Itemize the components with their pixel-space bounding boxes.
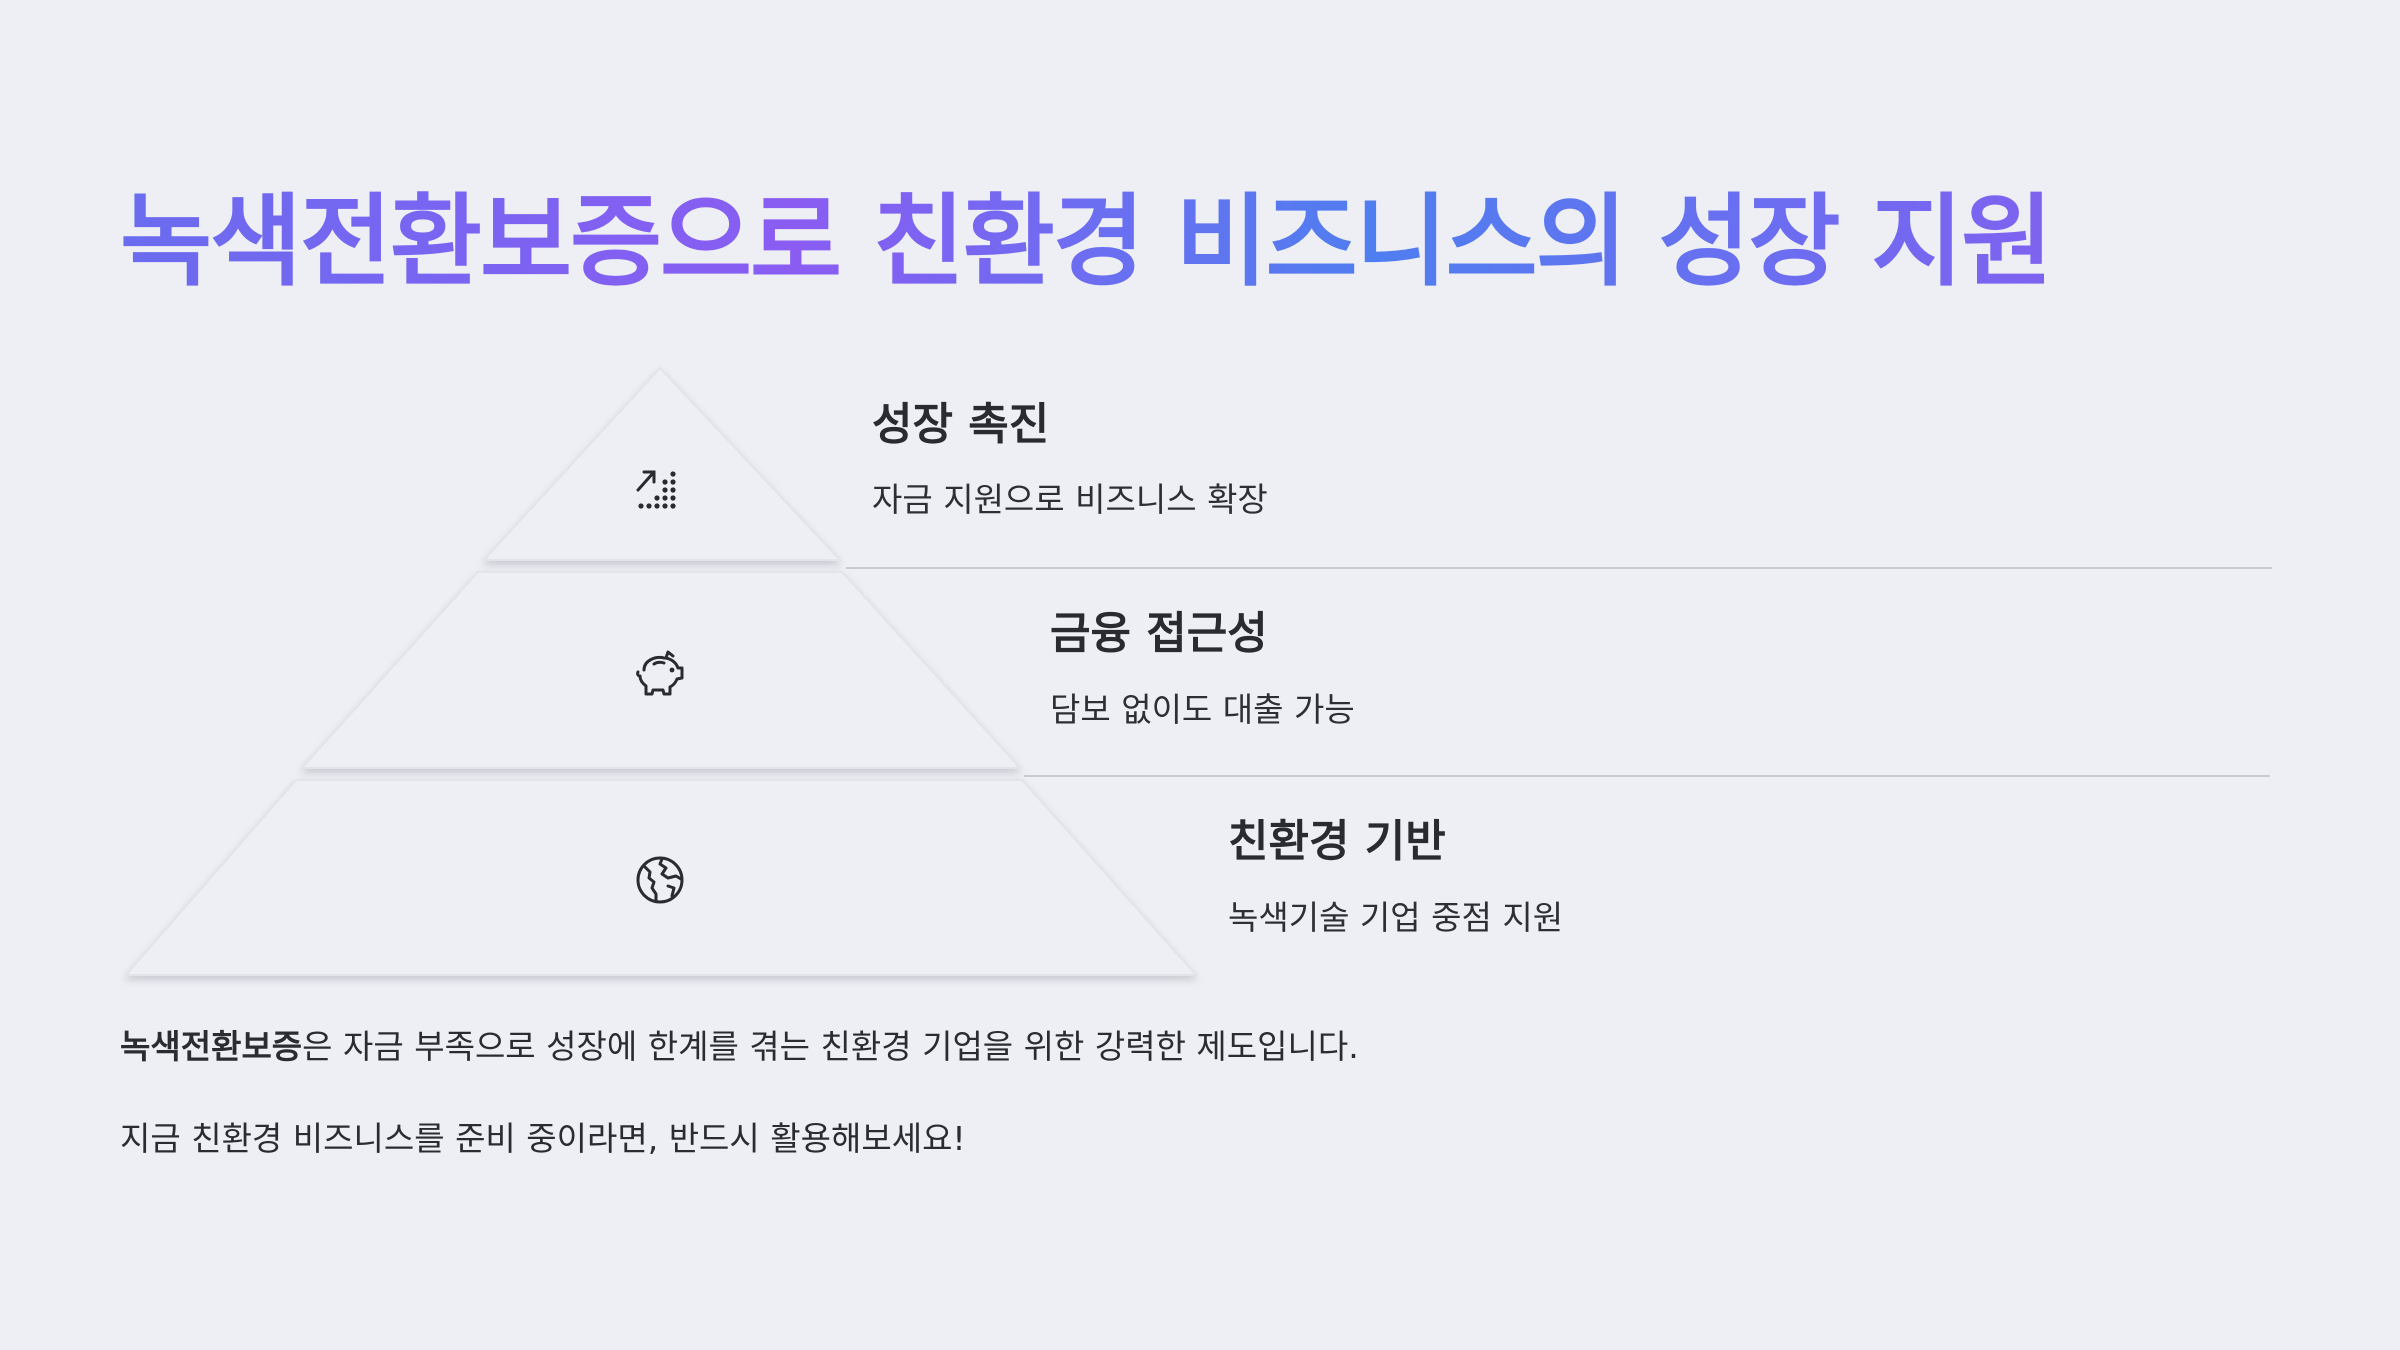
globe-icon — [636, 856, 684, 904]
tier-heading-finance: 금융 접근성 — [1050, 608, 1268, 659]
intro-paragraph-bold: 녹색전환보증 — [120, 1027, 303, 1066]
intro-paragraph: 녹색전환보증은 자금 부족으로 성장에 한계를 겪는 친환경 기업을 위한 강력… — [120, 1025, 1359, 1069]
tier-desc-eco: 녹색기술 기업 중점 지원 — [1228, 898, 1564, 937]
piggy-bank-icon — [636, 650, 684, 696]
page-title: 녹색전환보증으로 친환경 비즈니스의 성장 지원 — [120, 172, 2053, 312]
tier-desc-finance: 담보 없이도 대출 가능 — [1050, 690, 1355, 729]
growth-chart-icon — [636, 470, 676, 509]
divider-1 — [846, 567, 2272, 569]
tier-heading-eco: 친환경 기반 — [1228, 816, 1446, 867]
tier-desc-growth: 자금 지원으로 비즈니스 확장 — [872, 480, 1268, 519]
pyramid-tier-top — [481, 366, 843, 561]
pyramid-tier-bottom — [123, 779, 1199, 976]
call-to-action-paragraph: 지금 친환경 비즈니스를 준비 중이라면, 반드시 활용해보세요! — [120, 1119, 966, 1158]
tier-heading-growth: 성장 촉진 — [872, 399, 1050, 450]
intro-paragraph-rest: 은 자금 부족으로 성장에 한계를 겪는 친환경 기업을 위한 강력한 제도입니… — [302, 1027, 1359, 1066]
divider-2 — [1024, 775, 2270, 777]
pyramid-tier-middle — [299, 571, 1023, 769]
